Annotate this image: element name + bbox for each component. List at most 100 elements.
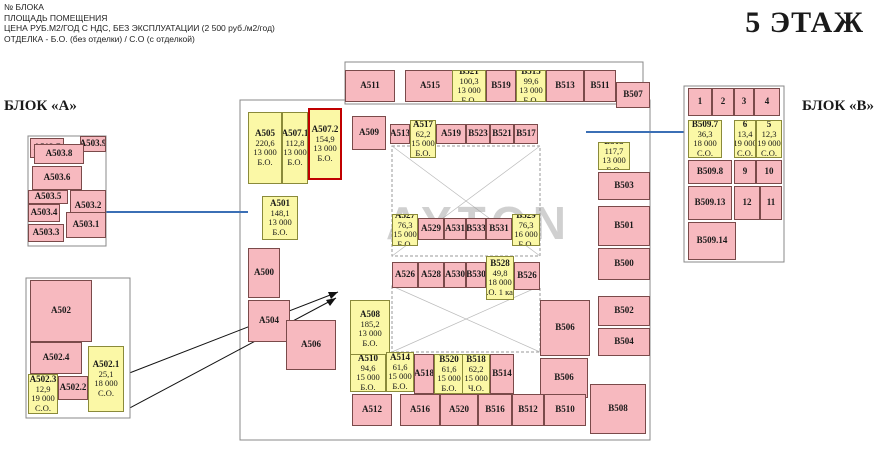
room-a503-4[interactable]: A503.4 <box>28 204 60 222</box>
room-name: A529 <box>421 223 441 234</box>
room-b510[interactable]: B510 <box>544 394 586 426</box>
room-b521[interactable]: B521 <box>490 124 514 144</box>
room-b506[interactable]: B506 <box>540 300 590 356</box>
room-name: A514 <box>390 352 410 362</box>
room-finish: С.О. <box>34 402 52 413</box>
room-a503-8[interactable]: A503.8 <box>34 144 84 164</box>
room-b502[interactable]: B502 <box>598 296 650 326</box>
room-a531[interactable]: A531 <box>444 218 466 240</box>
room-10[interactable]: 10 <box>756 160 782 184</box>
room-b501[interactable]: B501 <box>598 206 650 246</box>
room-b509-8[interactable]: B509.8 <box>688 160 732 184</box>
room-b504[interactable]: B504 <box>598 328 650 356</box>
room-a509[interactable]: A509 <box>352 116 386 150</box>
room-area: 94,6 <box>360 362 376 373</box>
room-b503[interactable]: B503 <box>598 172 650 200</box>
room-b508[interactable]: B508 <box>590 384 646 434</box>
room-name: A504 <box>259 315 279 326</box>
block-a-label: БЛОК «А» <box>4 98 77 114</box>
room-b500[interactable]: B500 <box>598 248 650 280</box>
room-a520[interactable]: A520 <box>440 394 478 426</box>
room-a503-6[interactable]: A503.6 <box>32 166 82 190</box>
room-name: A508 <box>360 309 380 319</box>
room-b530[interactable]: B530 <box>466 262 486 288</box>
room-price: 19 000 <box>757 138 781 148</box>
room-area: 76,3 <box>397 219 413 230</box>
room-a529[interactable]: A529 <box>418 218 444 240</box>
room-b506[interactable]: B506 <box>540 358 588 398</box>
room-a528[interactable]: A528 <box>418 262 444 288</box>
room-b523[interactable]: B523 <box>466 124 490 144</box>
room-b519[interactable]: B519 <box>486 70 516 102</box>
room-b526[interactable]: B526 <box>514 262 540 290</box>
room-b512[interactable]: B512 <box>512 394 544 426</box>
room-a530[interactable]: A530 <box>444 262 466 288</box>
room-a516[interactable]: A516 <box>400 394 440 426</box>
room-3[interactable]: 3 <box>734 88 754 116</box>
room-11[interactable]: 11 <box>760 186 782 220</box>
room-a503-5[interactable]: A503.5 <box>28 190 68 204</box>
room-name: B506 <box>555 322 575 333</box>
room-name: B507 <box>623 89 643 100</box>
room-2[interactable]: 2 <box>712 88 734 116</box>
room-b517[interactable]: B517 <box>514 124 538 144</box>
room-a502-4[interactable]: A502.4 <box>30 342 82 374</box>
room-a503-3[interactable]: A503.3 <box>28 224 64 242</box>
room-b507[interactable]: B507 <box>616 82 650 108</box>
room-name: A503.4 <box>30 207 58 218</box>
room-b513[interactable]: B513 <box>546 70 584 102</box>
room-9[interactable]: 9 <box>734 160 756 184</box>
room-b531[interactable]: B531 <box>486 218 512 240</box>
room-a502[interactable]: A502 <box>30 280 92 342</box>
room-name: A503.9 <box>80 138 106 149</box>
room-b516[interactable]: B516 <box>478 394 512 426</box>
room-name: A510 <box>358 354 378 363</box>
room-a519[interactable]: A519 <box>436 124 466 144</box>
room-a511[interactable]: A511 <box>345 70 395 102</box>
room-1[interactable]: 1 <box>688 88 712 116</box>
room-a504[interactable]: A504 <box>248 300 290 342</box>
room-b533[interactable]: B533 <box>466 218 486 240</box>
room-12[interactable]: 12 <box>734 186 760 220</box>
room-a503-1[interactable]: A503.1 <box>66 212 106 238</box>
legend-line: ОТДЕЛКА - Б.О. (без отделки) / С.О (с от… <box>4 33 195 44</box>
room-a502-2[interactable]: A502.2 <box>58 376 88 400</box>
room-a526[interactable]: A526 <box>392 262 418 288</box>
room-price: 15 000 <box>356 372 380 382</box>
room-b514[interactable]: B514 <box>490 354 514 394</box>
room-finish: Б.О. <box>415 147 431 158</box>
room-name: A507.2 <box>311 124 339 134</box>
room-b509-13[interactable]: B509.13 <box>688 186 732 220</box>
room-a512[interactable]: A512 <box>352 394 392 426</box>
room-a515[interactable]: A515 <box>405 70 455 102</box>
room-a518[interactable]: A518 <box>414 354 434 394</box>
room-a513[interactable]: A513 <box>390 124 410 144</box>
room-a506[interactable]: A506 <box>286 320 336 370</box>
room-b509-14[interactable]: B509.14 <box>688 222 736 260</box>
room-b511[interactable]: B511 <box>584 70 616 102</box>
room-4[interactable]: 4 <box>754 88 780 116</box>
room-a500[interactable]: A500 <box>248 248 280 298</box>
room-name: B509.13 <box>694 197 726 208</box>
